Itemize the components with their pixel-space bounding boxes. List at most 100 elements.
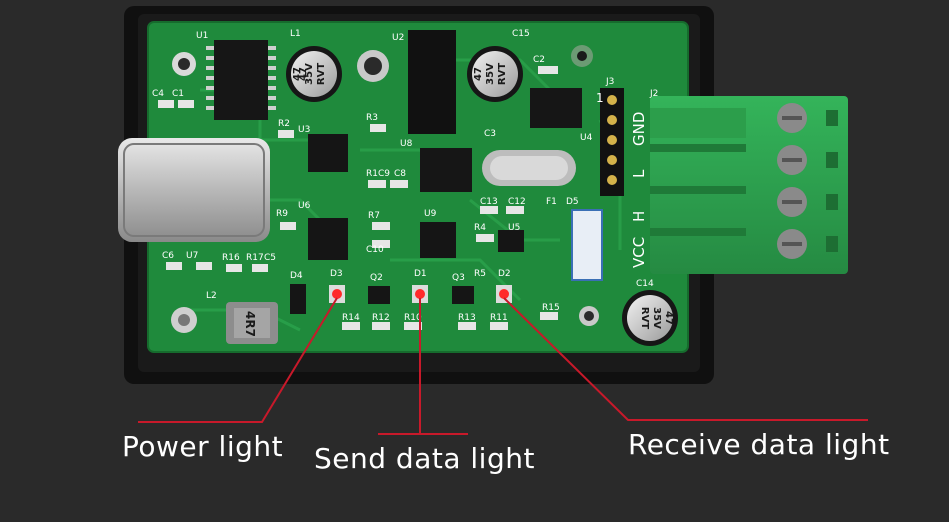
silk-ref: C15 [512,29,530,39]
silk-ref: J3 [605,77,614,87]
svg-text:GND: GND [630,112,648,146]
regulator-u2 [408,30,456,134]
crystal [482,150,576,186]
transistor-q3 [452,286,474,304]
capacitor-left: 47 [286,46,342,102]
svg-text:RVT: RVT [639,307,650,329]
transistor-q2 [368,286,390,304]
mounting-holes [171,45,599,333]
silkscreen-labels: U1 L1 U2 C15 C2 J3 J2 C4 C1 R3 R2 U3 U8 … [152,29,658,323]
pointer-receive [503,297,868,421]
silk-ref: R5 [474,269,486,279]
silk-ref: U4 [580,133,593,143]
svg-text:1: 1 [596,91,604,105]
silk-ref: U2 [392,33,404,43]
silk-ref: R9 [276,209,288,219]
silk-ref: U5 [508,223,520,233]
silk-ref: D4 [290,271,303,281]
pointer-power [138,297,338,423]
capacitor-bottom [622,290,678,346]
ic-u9 [420,222,456,258]
silk-ref: C1 [172,89,184,99]
silk-ref: U8 [400,139,413,149]
silk-ref: C6 [162,251,174,261]
silk-ref: C14 [636,279,654,289]
silk-ref: C2 [533,55,545,65]
silk-ref: R17 [246,253,264,263]
silk-ref: D2 [498,269,511,279]
silk-ref: Q2 [370,273,383,283]
callout-pointers [138,297,868,435]
ic-u1 [206,40,276,120]
receive-data-light-label: Receive data light [628,428,890,461]
capacitor-markings: 47 35V RVT 47 35V RVT 47 35V RVT 4R7 [243,63,674,337]
silk-ref: J2 [649,89,658,99]
tvs-component [571,209,603,281]
ic-u4 [530,88,582,128]
silk-ref: C8 [394,169,406,179]
silk-ref: R11 [490,313,508,323]
svg-text:35V: 35V [651,307,662,329]
led-d3 [329,285,345,303]
silk-ref: R14 [342,313,360,323]
ic-u3 [308,134,348,172]
svg-text:RVT: RVT [316,63,327,85]
silk-ref: D1 [414,269,427,279]
send-data-light-label: Send data light [314,442,535,475]
silk-ref: C5 [264,253,276,263]
silk-ref: F1 [546,197,557,207]
svg-text:4R7: 4R7 [243,311,257,337]
silk-ref: R2 [278,119,290,129]
silk-ref: L2 [206,291,217,301]
svg-text:H: H [630,211,648,222]
silk-ref: U9 [424,209,437,219]
silk-ref: C12 [508,197,526,207]
diode-d4 [290,284,306,314]
svg-text:35V: 35V [485,63,496,85]
svg-text:VCC: VCC [630,237,648,268]
svg-text:47: 47 [663,311,674,325]
usb-c-connector [118,138,270,242]
silk-ref: C9 [378,169,390,179]
silk-ref: R4 [474,223,486,233]
silk-ref: R1 [366,169,378,179]
silk-ref: D5 [566,197,579,207]
svg-text:47: 47 [473,67,484,81]
pin-header-j3 [600,88,624,196]
silk-ref: C3 [484,129,496,139]
power-light-label: Power light [122,430,284,463]
capacitor-right [467,46,523,102]
terminal-screws [777,103,807,259]
header-pin-labels: 1 GND L H VCC [596,91,648,268]
svg-text:RVT: RVT [497,63,508,85]
silk-ref: R16 [222,253,240,263]
silk-ref: L1 [290,29,301,39]
silk-ref: U3 [298,125,310,135]
silk-ref: C10 [366,245,384,255]
inductor-l2 [226,302,278,344]
silk-ref: U1 [196,31,208,41]
silk-ref: R15 [542,303,560,313]
led-d1 [412,285,428,303]
silk-ref: Q3 [452,273,465,283]
silk-ref: C13 [480,197,498,207]
ic-u6 [308,218,348,260]
svg-text:47: 47 [292,67,303,81]
ic-u8 [420,148,472,192]
silk-ref: R13 [458,313,476,323]
ic-u5 [498,230,524,252]
silk-ref: R7 [368,211,380,221]
silk-ref: R10 [404,313,422,323]
silk-ref: U7 [186,251,198,261]
silk-ref: C4 [152,89,164,99]
silk-ref: R12 [372,313,390,323]
silk-ref: D3 [330,269,343,279]
silk-ref: R3 [366,113,378,123]
svg-text:35V: 35V [304,63,315,85]
terminal-block-j2 [650,96,848,274]
silk-ref: U6 [298,201,311,211]
svg-text:47: 47 [298,67,309,81]
led-d2 [496,285,512,303]
